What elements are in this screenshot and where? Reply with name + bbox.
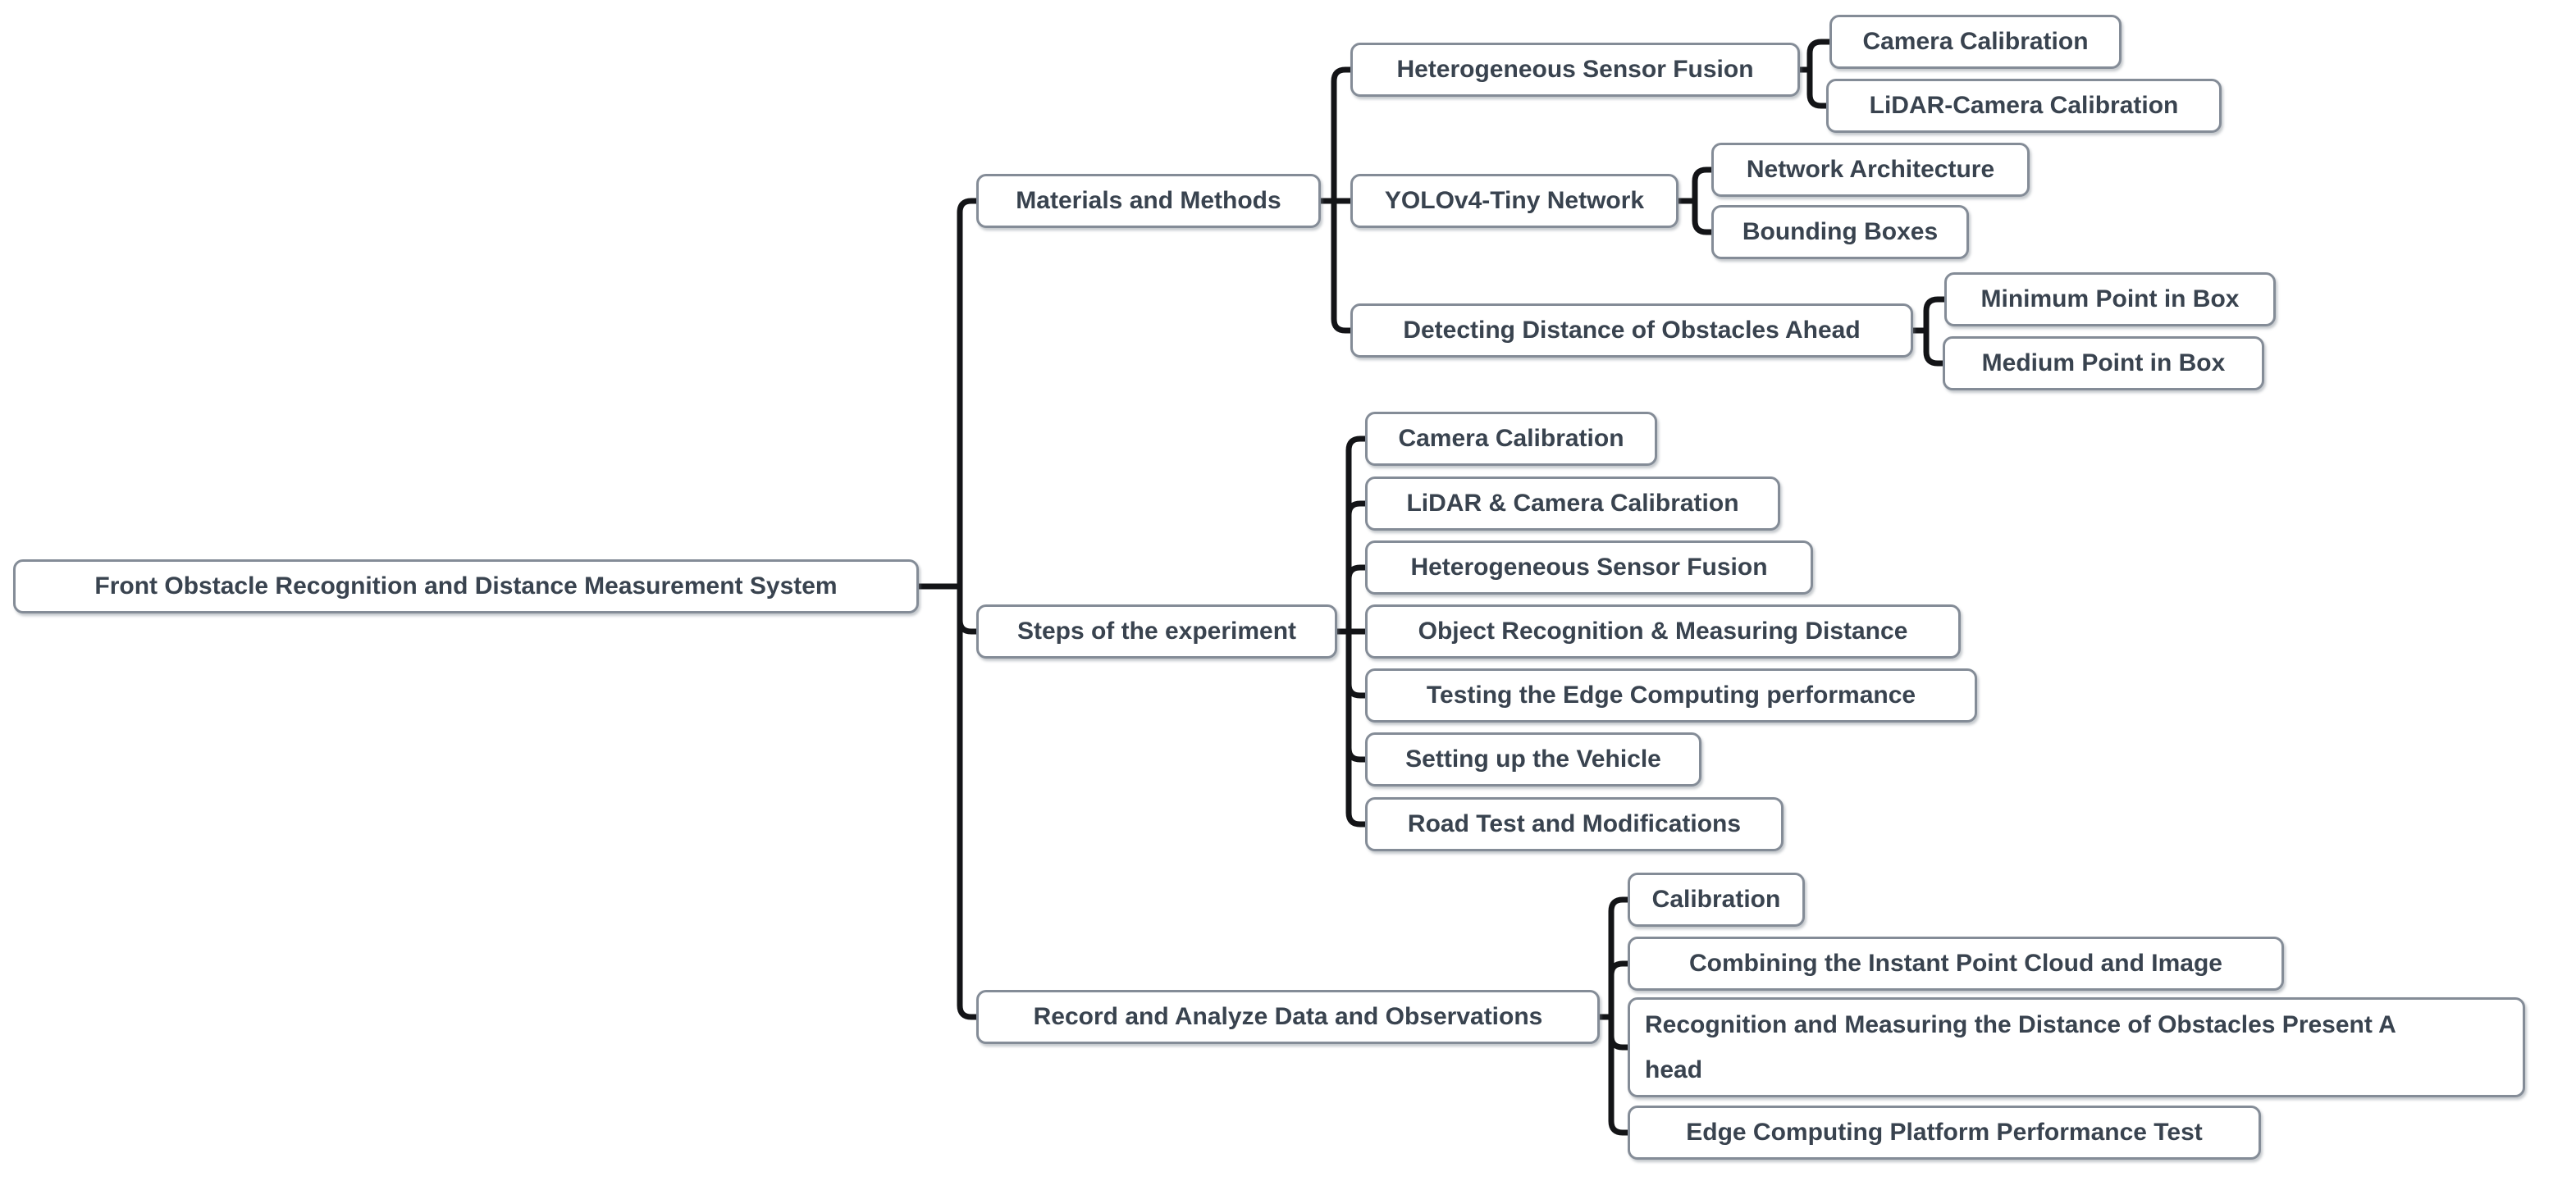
connector-line (1806, 39, 1829, 70)
node-testing-the-edge-computing-performance: Testing the Edge Computing performance (1365, 668, 1977, 723)
connector-line (1806, 70, 1826, 109)
connector-line (1345, 632, 1365, 828)
connector-line (1692, 201, 1711, 235)
node-label: Detecting Distance of Obstacles Ahead (1403, 317, 1861, 344)
node-label: Camera Calibration (1862, 28, 2089, 55)
node-network-architecture: Network Architecture (1711, 143, 2030, 197)
node-label: Recognition and Measuring the Distance o… (1645, 1010, 2396, 1084)
node-steps-of-the-experiment: Steps of the experiment (976, 604, 1337, 659)
node-label: Heterogeneous Sensor Fusion (1410, 554, 1768, 581)
node-record-and-analyze-data-and-observations: Record and Analyze Data and Observations (976, 990, 1600, 1044)
node-label: LiDAR & Camera Calibration (1406, 490, 1739, 517)
node-label: Road Test and Modifications (1407, 810, 1742, 837)
node-object-recognition-measuring-distance: Object Recognition & Measuring Distance (1365, 604, 1961, 659)
node-camera-calibration: Camera Calibration (1365, 412, 1657, 466)
node-label: Front Obstacle Recognition and Distance … (94, 572, 838, 600)
connector-line (957, 198, 976, 586)
node-combining-the-instant-point-cloud-and-image: Combining the Instant Point Cloud and Im… (1628, 937, 2284, 991)
node-front-obstacle-recognition-and-distance-measurement-system: Front Obstacle Recognition and Distance … (13, 559, 919, 613)
connector-line (1345, 435, 1365, 632)
connector-line (957, 586, 976, 1020)
node-label: Heterogeneous Sensor Fusion (1396, 56, 1754, 83)
node-label: Materials and Methods (1016, 187, 1281, 214)
node-label: Camera Calibration (1398, 425, 1624, 452)
node-label: Bounding Boxes (1742, 218, 1939, 245)
connector-line (1923, 331, 1943, 367)
connector-line (1345, 564, 1365, 632)
node-label: Edge Computing Platform Performance Test (1686, 1119, 2203, 1146)
node-label: Steps of the experiment (1016, 618, 1297, 645)
node-yolov4-tiny-network: YOLOv4-Tiny Network (1350, 174, 1679, 228)
node-recognition-and-measuring-the-distance-of-obstacles-present-: Recognition and Measuring the Distance o… (1628, 997, 2525, 1097)
node-materials-and-methods: Materials and Methods (976, 174, 1321, 228)
node-detecting-distance-of-obstacles-ahead: Detecting Distance of Obstacles Ahead (1350, 303, 1913, 358)
connector-line (1345, 500, 1365, 632)
connector-line (1608, 960, 1628, 1017)
node-camera-calibration: Camera Calibration (1829, 15, 2122, 69)
node-calibration: Calibration (1628, 873, 1805, 927)
connector-line (1923, 296, 1944, 331)
node-label: Calibration (1651, 886, 1781, 913)
node-label: Record and Analyze Data and Observations (1033, 1003, 1543, 1030)
node-label: Network Architecture (1746, 156, 1995, 183)
connector-line (1331, 66, 1350, 201)
connector-line (1692, 166, 1711, 201)
node-edge-computing-platform-performance-test: Edge Computing Platform Performance Test (1628, 1106, 2261, 1160)
node-label: Object Recognition & Measuring Distance (1418, 618, 1908, 645)
connector-line (1331, 201, 1350, 334)
node-label: Combining the Instant Point Cloud and Im… (1689, 950, 2222, 977)
connector-line (1608, 1017, 1628, 1136)
node-label: Testing the Edge Computing performance (1426, 682, 1916, 709)
node-label: Minimum Point in Box (1980, 285, 2240, 312)
node-lidar-camera-calibration: LiDAR-Camera Calibration (1826, 79, 2222, 133)
node-bounding-boxes: Bounding Boxes (1711, 205, 1969, 259)
node-label: YOLOv4-Tiny Network (1384, 187, 1645, 214)
node-heterogeneous-sensor-fusion: Heterogeneous Sensor Fusion (1350, 43, 1800, 97)
node-minimum-point-in-box: Minimum Point in Box (1944, 272, 2276, 326)
connector-line (1608, 896, 1628, 1017)
node-road-test-and-modifications: Road Test and Modifications (1365, 797, 1784, 851)
node-lidar-camera-calibration: LiDAR & Camera Calibration (1365, 477, 1780, 531)
node-label: LiDAR-Camera Calibration (1869, 92, 2179, 119)
node-label: Setting up the Vehicle (1405, 746, 1661, 773)
node-medium-point-in-box: Medium Point in Box (1943, 336, 2264, 390)
node-label: Medium Point in Box (1981, 349, 2226, 376)
node-setting-up-the-vehicle: Setting up the Vehicle (1365, 732, 1701, 787)
node-heterogeneous-sensor-fusion: Heterogeneous Sensor Fusion (1365, 540, 1813, 595)
